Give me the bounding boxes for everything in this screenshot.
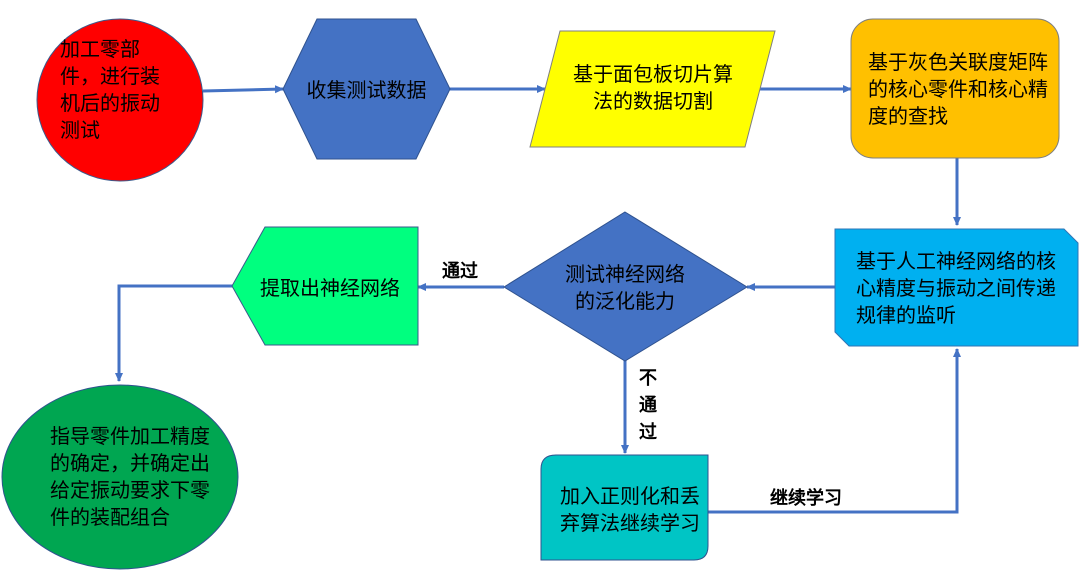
node-test-diamond <box>503 211 748 362</box>
node-collect-label: 收集测试数据 <box>306 77 427 102</box>
node-test-label: 测试神经网络的泛化能力 <box>565 262 685 313</box>
node-collect-hexagon <box>282 18 451 160</box>
node-regularize-label: 加入正则化和丢弃算法继续学习 <box>560 484 700 535</box>
node-start-circle <box>36 18 204 182</box>
edge-label-pass: 通过 <box>442 261 478 282</box>
node-extract-label: 提取出神经网络 <box>260 275 400 300</box>
edge-n1-n2 <box>202 85 284 94</box>
edge-label-fail: 不通过 <box>639 368 657 443</box>
node-grey-relation-label: 基于灰色关联度矩阵的核心零件和核心精度的查找 <box>868 49 1048 128</box>
node-ann-box <box>834 228 1079 347</box>
node-extract-pentagon <box>231 226 419 346</box>
node-regularize-box <box>540 454 709 561</box>
node-grey-relation-box <box>850 18 1060 159</box>
node-start-label: 加工零部件，进行装机后的振动测试 <box>60 37 160 142</box>
node-guide-ellipse <box>1 384 239 570</box>
node-guide-label: 指导零件加工精度的确定，并确定出给定振动要求下零件的装配组合 <box>50 424 210 529</box>
node-slice-parallelogram <box>529 30 776 148</box>
node-ann-label: 基于人工神经网络的核心精度与振动之间传递规律的监听 <box>856 248 1056 327</box>
edge-label-continue: 继续学习 <box>770 488 842 509</box>
edge-n7-n9 <box>115 284 265 382</box>
edge-n8-n5 <box>708 348 961 514</box>
node-slice-label: 基于面包板切片算法的数据切割 <box>573 62 733 113</box>
